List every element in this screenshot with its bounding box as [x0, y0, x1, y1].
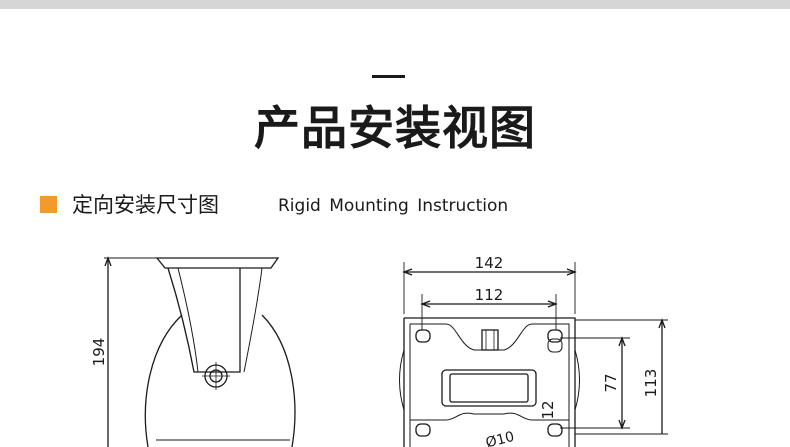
- dimension-arrow: [104, 256, 112, 267]
- dimension-label-12: 12: [539, 400, 557, 419]
- dimension-label-112: 112: [475, 286, 504, 304]
- dimension-label-diameter: Ø10: [484, 429, 516, 447]
- dimension-label-142: 142: [475, 254, 504, 272]
- wheel-left-outline: [144, 314, 183, 447]
- center-bolt: [481, 329, 499, 351]
- section-title-en: Rigid Mounting Instruction: [278, 196, 509, 216]
- plate-outline: [403, 317, 576, 447]
- top-plate: [155, 257, 280, 269]
- dimension-label-194: 194: [90, 338, 108, 367]
- hole-slot-right: [547, 338, 563, 353]
- arrow-77-top: [618, 336, 626, 347]
- arrow-113-top: [658, 318, 666, 329]
- wheel-right-outline: [261, 314, 296, 447]
- arrow-142-right: [566, 268, 577, 276]
- top-view: [399, 262, 668, 447]
- hole-bottom-left: [415, 423, 431, 437]
- fork-arm: [167, 267, 241, 373]
- section-title-cn: 定向安装尺寸图: [72, 193, 219, 217]
- hole-bottom-right: [547, 423, 563, 437]
- page-title: 产品安装视图: [254, 101, 536, 155]
- arrow-112-left: [420, 300, 431, 308]
- side-view: [104, 256, 296, 447]
- side-bulge-left: [399, 349, 405, 411]
- arrow-77-bottom: [618, 419, 626, 430]
- dimension-label-77: 77: [602, 373, 620, 392]
- hole-top-right: [547, 329, 563, 343]
- plate-inner-outline: [409, 323, 570, 447]
- fork-arm-right: [243, 267, 263, 373]
- arrow-142-left: [402, 268, 413, 276]
- section-accent-square: [40, 196, 57, 213]
- hole-top-left: [415, 329, 431, 343]
- wheel-window-inner: [449, 373, 529, 403]
- side-bulge-right: [574, 349, 580, 411]
- fork-arm-inner: [177, 267, 199, 373]
- arrow-112-right: [547, 300, 558, 308]
- top-band: [0, 0, 790, 9]
- title-dash: [372, 75, 405, 78]
- lower-web: [410, 412, 569, 421]
- dimension-label-113: 113: [642, 369, 660, 398]
- wheel-window-outer: [441, 369, 537, 407]
